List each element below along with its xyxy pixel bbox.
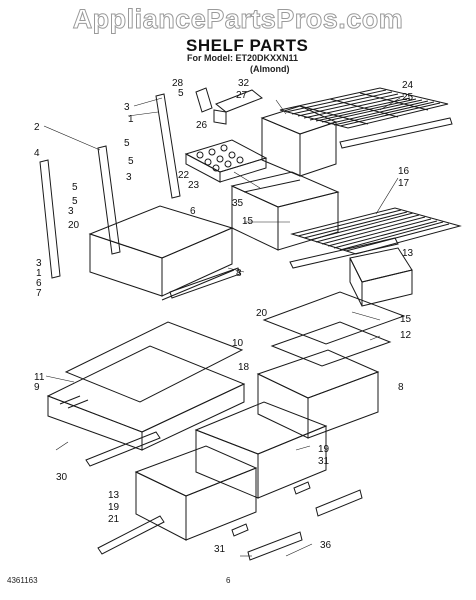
callout-1a: 1 <box>128 114 134 125</box>
callout-12: 12 <box>400 330 412 341</box>
callout-17: 16 <box>398 166 410 177</box>
crisper-drawer-right <box>194 401 328 499</box>
callout-15: 13 <box>108 490 120 501</box>
callout-5c: 5 <box>128 156 134 167</box>
watermark-text: AppliancePartsPros.com <box>72 4 404 35</box>
tray-30 <box>213 89 263 125</box>
document-number: 4361163 <box>7 576 38 585</box>
meat-pan-upper <box>230 171 340 251</box>
callout-19b: 19 <box>108 502 120 513</box>
callout-20: 18 <box>238 362 250 373</box>
bracket-28 <box>195 87 213 113</box>
callout-5d: 5 <box>72 182 78 193</box>
callout-11: 11 <box>34 372 45 383</box>
callout-8b: 8 <box>398 382 404 393</box>
callout-5a: 5 <box>178 88 184 99</box>
callout-9: 9 <box>34 382 40 393</box>
callout-numbers: 28 5 32 27 24 25 3 1 26 2 4 5 5 3 22 23 … <box>34 78 414 555</box>
glass-shelf-right <box>256 291 406 439</box>
callout-32a: 31 <box>318 456 330 467</box>
page-number: 6 <box>226 576 231 585</box>
wire-shelf-upper <box>279 87 453 149</box>
callout-3b: 3 <box>126 172 132 183</box>
callout-35: 35 <box>232 198 244 209</box>
callout-25: 25 <box>402 92 414 103</box>
model-number: For Model: ET20DKXXN11 <box>187 53 299 63</box>
crisper-cover <box>46 321 246 451</box>
callout-3a: 3 <box>124 102 130 113</box>
callout-32b: 31 <box>214 544 226 555</box>
callout-6b: 6 <box>36 278 42 289</box>
callout-8a: 8 <box>236 268 242 279</box>
callout-16a: 15 <box>242 216 254 227</box>
callout-3c: 3 <box>68 206 74 217</box>
callout-28: 26 <box>196 120 208 131</box>
callout-3d: 3 <box>36 258 42 269</box>
callout-5e: 5 <box>72 196 78 207</box>
leader-lines <box>43 97 401 557</box>
callout-1b: 1 <box>36 268 42 279</box>
shelf-rails <box>39 93 181 279</box>
callout-22: 22 <box>178 170 190 181</box>
callout-2: 2 <box>34 122 40 133</box>
callout-19a: 19 <box>318 444 330 455</box>
callout-23b: 20 <box>256 308 268 319</box>
crisper-drawer-left <box>134 445 258 541</box>
glass-shelf-upper <box>88 205 241 301</box>
callout-31: 30 <box>56 472 68 483</box>
door-bin <box>349 247 413 307</box>
callout-7: 7 <box>36 288 42 299</box>
wire-shelf-lower <box>289 207 462 269</box>
egg-rack <box>184 139 268 183</box>
callout-29: 28 <box>172 78 184 89</box>
model-color: (Almond) <box>250 64 290 74</box>
callout-27: 23 <box>188 180 200 191</box>
drawer-slides <box>85 431 363 561</box>
callout-24: 24 <box>402 80 414 91</box>
callout-10: 10 <box>232 338 244 349</box>
page-title: SHELF PARTS <box>186 36 309 55</box>
callout-6a: 6 <box>190 206 196 217</box>
callout-5b: 5 <box>124 138 130 149</box>
callout-18: 17 <box>398 178 410 189</box>
callout-23a: 20 <box>68 220 80 231</box>
callout-26: 27 <box>236 90 248 101</box>
callout-21: 21 <box>108 514 120 525</box>
callout-4: 4 <box>34 148 40 159</box>
callout-30: 32 <box>238 78 250 89</box>
callout-36: 36 <box>320 540 332 551</box>
callout-13: 13 <box>402 248 414 259</box>
callout-16b: 15 <box>400 314 412 325</box>
cover-plate <box>260 105 338 177</box>
